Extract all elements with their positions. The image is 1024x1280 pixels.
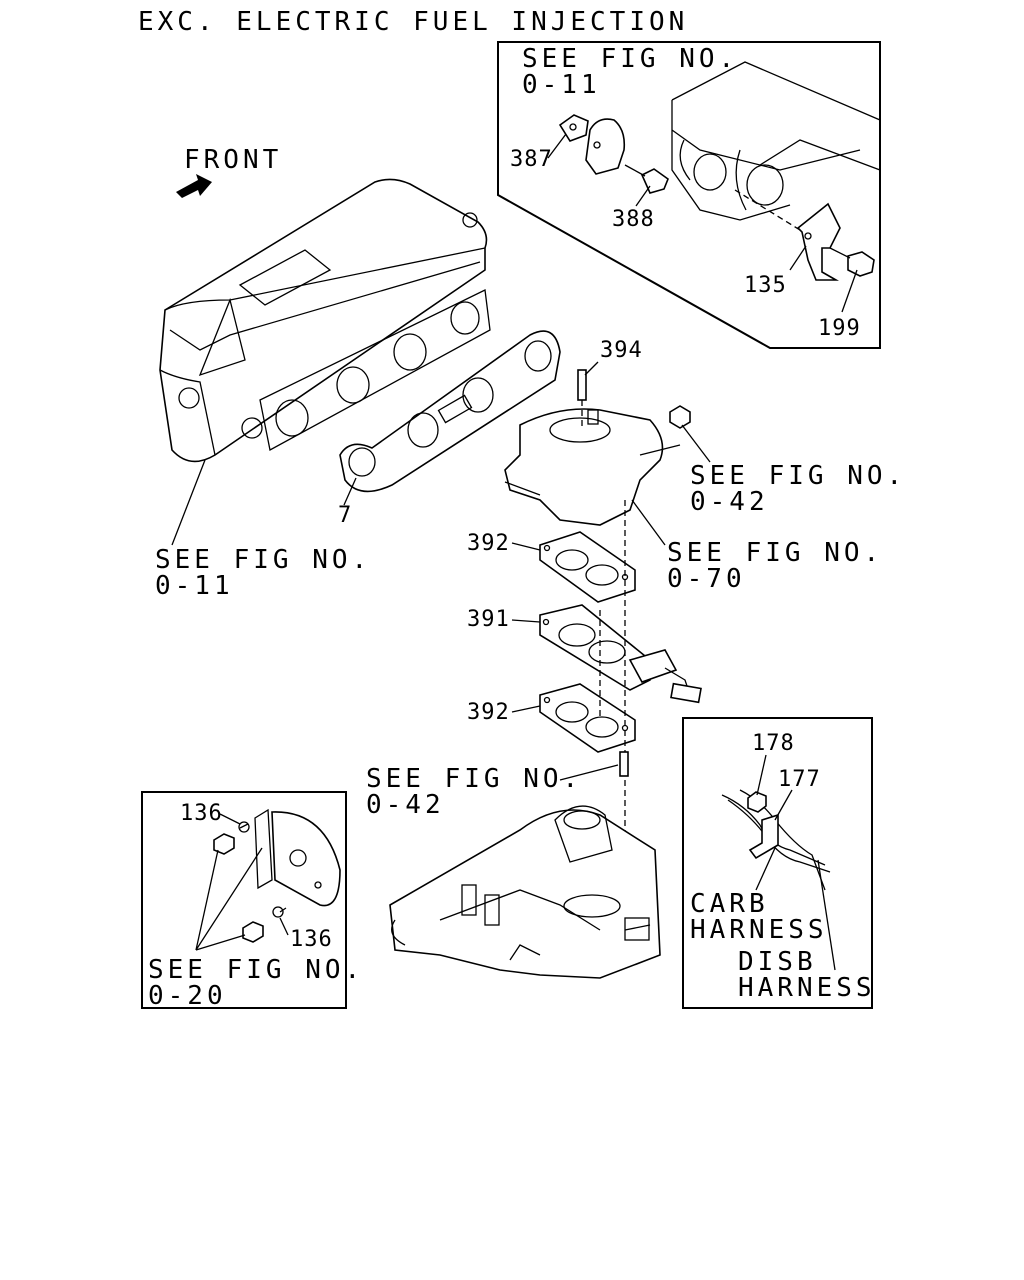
rocker-cover-sketch bbox=[159, 178, 488, 463]
exhaust-manifold-flange bbox=[259, 289, 491, 451]
intake-manifold-sketch bbox=[389, 805, 661, 979]
inset-box-bottom-left bbox=[141, 791, 347, 1009]
ref-fig-0-11-top-line2: 0-11 bbox=[522, 70, 601, 100]
part-392-top-label: 392 bbox=[467, 531, 510, 556]
part-199-label: 199 bbox=[818, 316, 861, 341]
part-178-label: 178 bbox=[752, 731, 795, 756]
part-136-top-label: 136 bbox=[180, 801, 223, 826]
ref-fig-0-42-mid-line1: SEE FIG NO. bbox=[366, 764, 582, 794]
gasket-392-bottom bbox=[539, 683, 636, 753]
ref-fig-0-42-right-line1: SEE FIG NO. bbox=[690, 461, 906, 491]
ref-fig-0-42-mid-line2: 0-42 bbox=[366, 790, 445, 820]
ref-fig-0-70-line2: 0-70 bbox=[667, 564, 746, 594]
bolt-136-top bbox=[213, 821, 250, 855]
part-388-label: 388 bbox=[612, 207, 655, 232]
ref-fig-0-20-line2: 0-20 bbox=[148, 981, 227, 1011]
front-label: FRONT bbox=[184, 145, 282, 175]
intake-gasket-7 bbox=[339, 330, 561, 493]
carb-harness-line1: CARB bbox=[690, 889, 769, 919]
stud-fig-0-42 bbox=[619, 751, 629, 777]
part-135-label: 135 bbox=[744, 273, 787, 298]
part-177-label: 177 bbox=[778, 767, 821, 792]
carburetor-sketch bbox=[504, 408, 681, 526]
ref-fig-0-11-left-line1: SEE FIG NO. bbox=[155, 545, 371, 575]
gasket-392-top bbox=[539, 531, 636, 603]
bolt-388 bbox=[624, 164, 669, 194]
engine-block-sketch bbox=[671, 61, 881, 221]
part-391-label: 391 bbox=[467, 607, 510, 632]
part-136-bottom-label: 136 bbox=[290, 927, 333, 952]
nut-fig-0-42 bbox=[669, 405, 691, 429]
inset-box-top-right bbox=[497, 41, 881, 349]
bolt-136-bottom bbox=[242, 906, 284, 943]
part-394-label: 394 bbox=[600, 338, 643, 363]
spacer-391 bbox=[539, 604, 702, 704]
bolt-199 bbox=[829, 247, 875, 277]
part-7-label: 7 bbox=[338, 503, 352, 528]
leader-lines-fig-0-20 bbox=[195, 847, 263, 951]
bracket-387 bbox=[558, 114, 589, 142]
ref-fig-0-11-left-line2: 0-11 bbox=[155, 571, 234, 601]
distributor-plate-sketch bbox=[239, 808, 341, 913]
ref-fig-0-20-line1: SEE FIG NO. bbox=[148, 955, 364, 985]
housing-sketch bbox=[585, 118, 626, 175]
harness-clip-sketch bbox=[721, 789, 831, 891]
part-387-label: 387 bbox=[510, 147, 553, 172]
bracket-135 bbox=[734, 189, 841, 281]
front-arrow-icon bbox=[176, 174, 212, 198]
disb-harness-line2: HARNESS bbox=[738, 973, 876, 1003]
ref-fig-0-11-top-line1: SEE FIG NO. bbox=[522, 44, 738, 74]
disb-harness-line1: DISB bbox=[738, 947, 817, 977]
alignment-lines bbox=[599, 500, 626, 905]
inset-box-bottom-right bbox=[682, 717, 873, 1009]
diagram-title: EXC. ELECTRIC FUEL INJECTION bbox=[138, 7, 688, 37]
stud-394 bbox=[577, 369, 587, 430]
part-392-bottom-label: 392 bbox=[467, 700, 510, 725]
ref-fig-0-70-line1: SEE FIG NO. bbox=[667, 538, 883, 568]
ref-fig-0-42-right-line2: 0-42 bbox=[690, 487, 769, 517]
carb-harness-line2: HARNESS bbox=[690, 915, 828, 945]
